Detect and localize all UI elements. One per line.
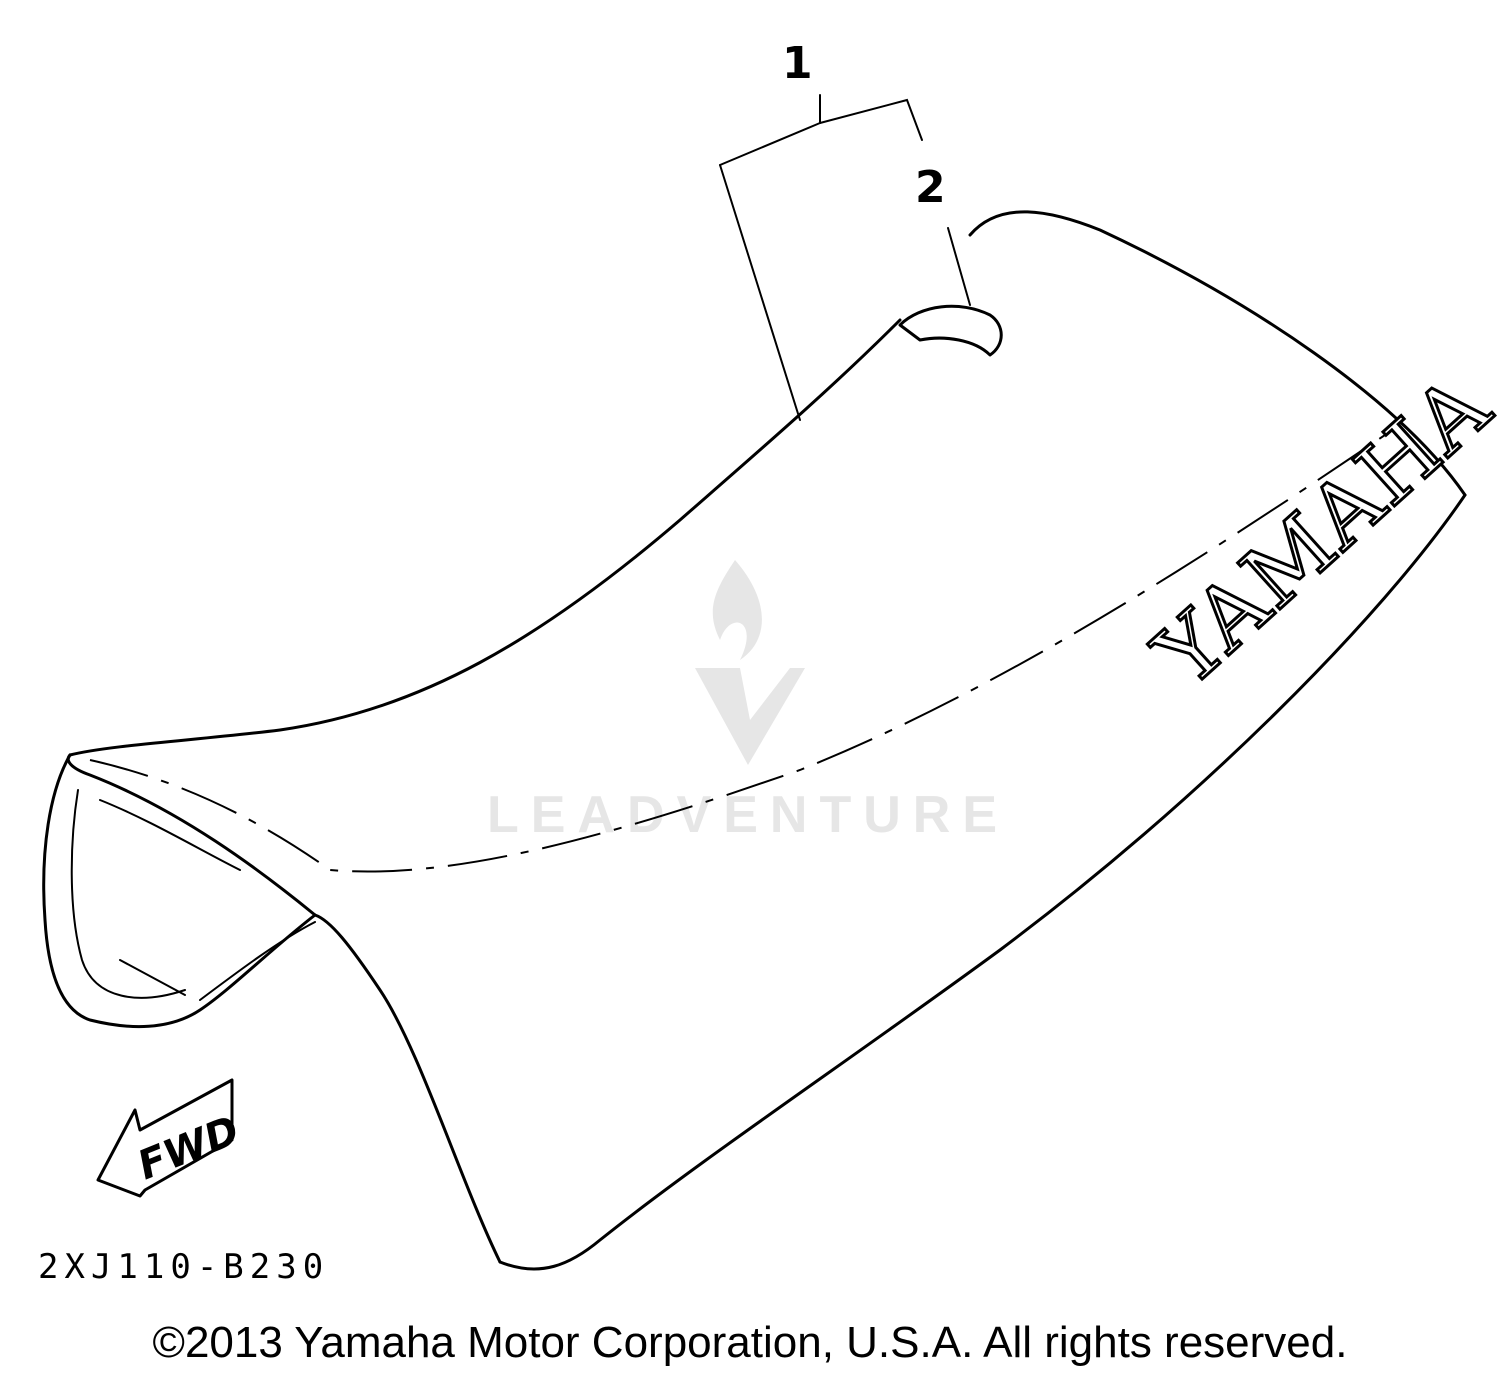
fwd-label: FWD — [132, 1107, 246, 1189]
arrow-icon — [96, 1078, 234, 1198]
callout-leaders — [719, 94, 971, 421]
part-number: 2XJ110-B230 — [38, 1247, 329, 1287]
callout-1-label: 1 — [782, 38, 813, 89]
watermark-logo: LEADVENTURE — [487, 560, 1009, 844]
watermark-text: LEADVENTURE — [487, 786, 1009, 844]
flame-icon — [712, 560, 762, 660]
fwd-arrow: FWD — [96, 1078, 246, 1198]
v-mark-icon — [695, 668, 805, 765]
seat-outline — [42, 210, 1467, 1271]
callout-2-label: 2 — [915, 162, 946, 213]
brand-lettering: YAMAHA — [1136, 356, 1500, 706]
copyright-notice: ©2013 Yamaha Motor Corporation, U.S.A. A… — [152, 1318, 1348, 1367]
